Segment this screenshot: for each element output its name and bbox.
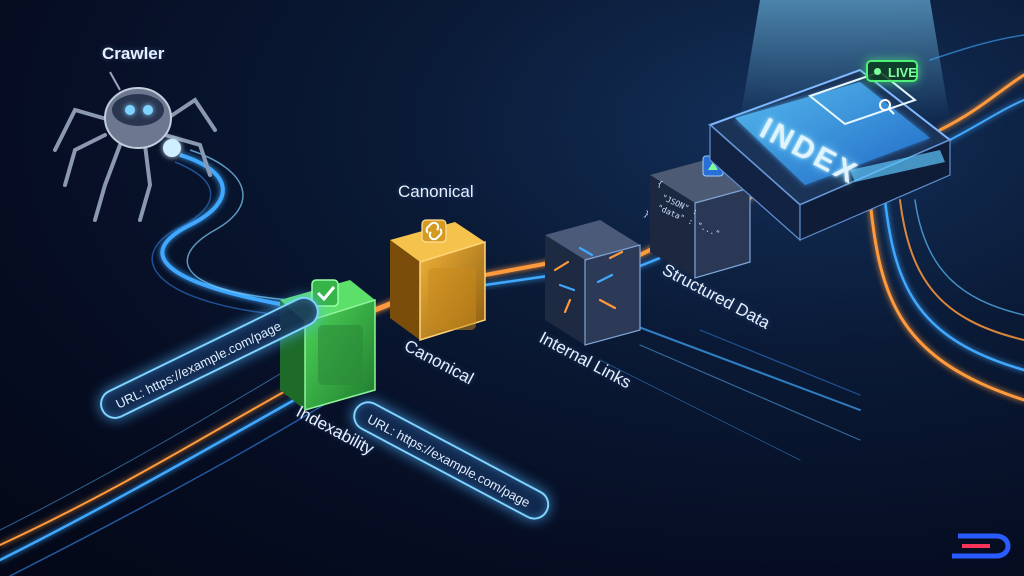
crawler-label: Crawler: [102, 44, 165, 63]
index-light-beam: [740, 0, 950, 120]
checkmark-icon: [311, 279, 339, 307]
arrows-network-icon: [553, 246, 624, 314]
flow-streams-left: [0, 361, 341, 576]
index-search-bar: [807, 70, 918, 126]
structured-data-cube: [650, 160, 751, 279]
indexability-cube: [280, 280, 376, 411]
right-flow-streams: [868, 34, 1024, 402]
crawler-to-indexability-flow: [151, 149, 291, 316]
link-icon: [421, 219, 447, 243]
lower-flow-streams: [599, 319, 861, 461]
internal-links-cube: [545, 220, 641, 346]
live-dot-icon: [874, 68, 881, 75]
search-icon: [879, 99, 895, 115]
live-badge-text: LIVE: [888, 65, 917, 80]
crawler-robot: [53, 71, 217, 222]
canonical-label-top: Canonical: [398, 182, 474, 201]
brand-logo-icon: [952, 533, 1011, 559]
live-badge: LIVE: [866, 60, 918, 82]
index-platform: [708, 68, 952, 242]
